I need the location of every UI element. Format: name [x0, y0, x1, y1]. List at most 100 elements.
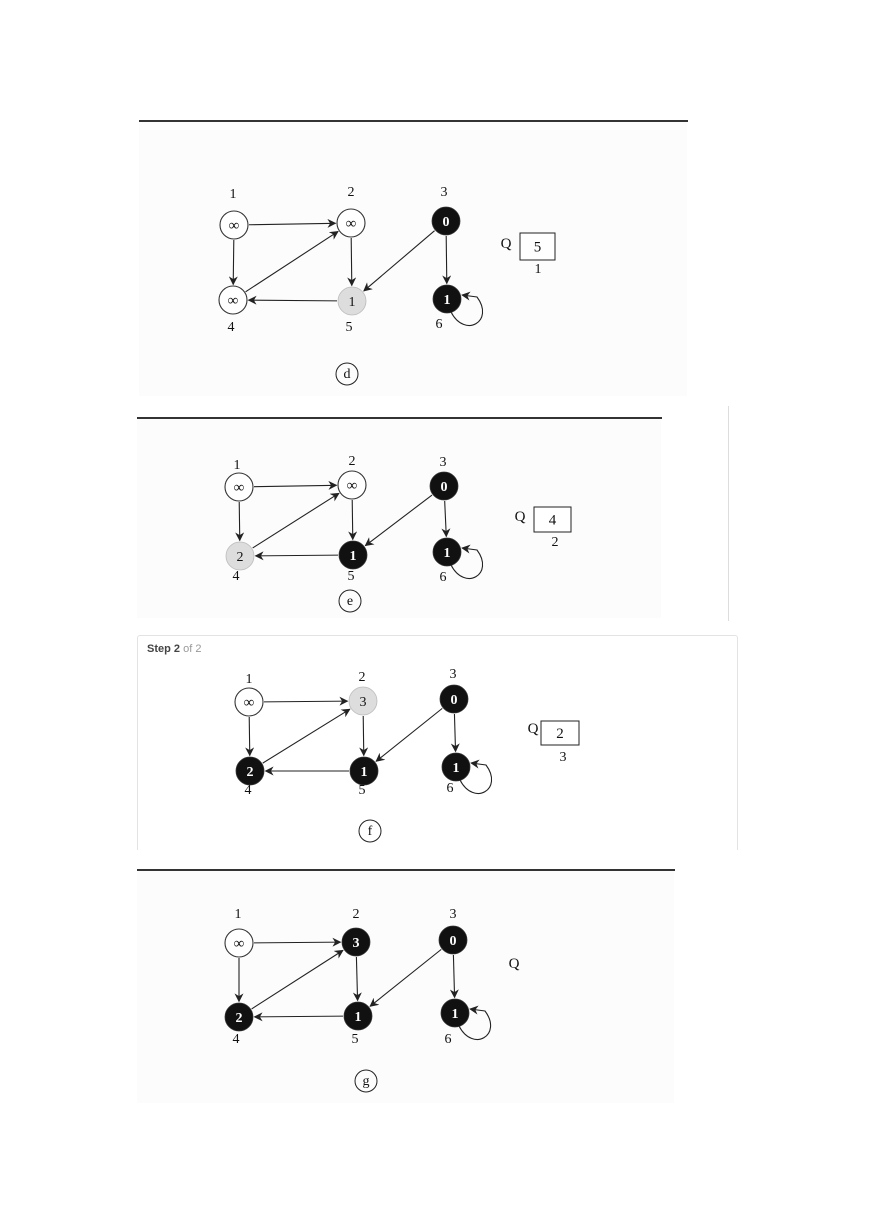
- edge-1-2: [253, 480, 338, 490]
- edge-1-2: [248, 218, 337, 228]
- caption-circle: [338, 589, 362, 613]
- node-3: 0: [429, 471, 459, 501]
- node-2-label: 2: [349, 454, 356, 469]
- node-2-value: 3: [360, 695, 367, 710]
- node-4-circle: [218, 285, 248, 315]
- edge-3-6: [441, 500, 451, 538]
- node-2: 3: [348, 686, 378, 716]
- node-5-label: 5: [348, 569, 355, 584]
- step-of: of: [183, 643, 193, 655]
- edge-3-5: [364, 494, 433, 547]
- node-6-value: 1: [444, 293, 451, 308]
- node-2: ∞: [337, 470, 367, 500]
- edge-3-6: [442, 235, 452, 285]
- node-4-label: 4: [228, 320, 235, 335]
- node-6: 1: [432, 537, 462, 567]
- node-5-label: 5: [352, 1032, 359, 1047]
- queue-cell-distance: 2: [552, 535, 559, 550]
- node-2-circle: [336, 208, 366, 238]
- node-5: 1: [343, 1001, 373, 1031]
- edge-2-5: [348, 499, 358, 541]
- node-3-circle: [431, 206, 461, 236]
- node-1-label: 1: [246, 672, 253, 687]
- node-1-circle: [224, 928, 254, 958]
- node-2-value: 3: [353, 936, 360, 951]
- edge-4-2: [251, 949, 344, 1010]
- node-3-label: 3: [440, 455, 447, 470]
- queue-cell-value: 2: [556, 726, 564, 742]
- node-6-value: 1: [452, 1007, 459, 1022]
- panel-caption: g: [363, 1074, 370, 1089]
- node-6-label: 6: [445, 1032, 452, 1047]
- edge-6-6-self-loop: [458, 1005, 492, 1040]
- node-5-circle: [338, 540, 368, 570]
- node-4-label: 4: [233, 569, 240, 584]
- edge-3-5: [363, 230, 435, 292]
- node-3-label: 3: [441, 185, 448, 200]
- node-5-label: 5: [346, 320, 353, 335]
- queue: Q: [509, 956, 520, 972]
- node-5: 1: [338, 540, 368, 570]
- edge-6-6-self-loop: [459, 759, 493, 794]
- node-4-circle: [225, 541, 255, 571]
- node-1: ∞: [224, 928, 254, 958]
- node-4-label: 4: [245, 783, 252, 798]
- queue-label: Q: [501, 236, 512, 252]
- panel-e-top-rule: [137, 417, 662, 419]
- node-4-value: ∞: [228, 293, 239, 309]
- queue-cell-distance: 1: [535, 262, 542, 277]
- node-1-value: ∞: [234, 936, 245, 952]
- caption-circle: [354, 1069, 378, 1093]
- node-5-value: 1: [349, 295, 356, 310]
- panel-d-top-rule: [139, 120, 688, 122]
- edge-1-4: [235, 501, 245, 542]
- step-label: Step: [147, 643, 171, 655]
- node-3-value: 0: [443, 215, 450, 230]
- node-1-value: ∞: [234, 480, 245, 496]
- edge-2-5: [359, 715, 369, 757]
- node-2: 3: [341, 927, 371, 957]
- node-3: 0: [431, 206, 461, 236]
- node-1-circle: [219, 210, 249, 240]
- node-5-circle: [337, 286, 367, 316]
- node-4-value: 2: [237, 550, 244, 565]
- node-6: 1: [441, 752, 471, 782]
- node-6-circle: [441, 752, 471, 782]
- node-5-circle: [343, 1001, 373, 1031]
- queue-cell: [533, 506, 572, 533]
- node-6-value: 1: [444, 546, 451, 561]
- node-5-value: 1: [350, 549, 357, 564]
- node-5: 1: [337, 286, 367, 316]
- edge-6-6-self-loop: [450, 291, 484, 326]
- node-3: 0: [438, 925, 468, 955]
- node-3-label: 3: [450, 907, 457, 922]
- node-4: 2: [224, 1002, 254, 1032]
- step-current: 2: [173, 643, 181, 655]
- node-2-value: ∞: [347, 478, 358, 494]
- node-2-value: ∞: [346, 216, 357, 232]
- edge-3-5: [375, 707, 443, 762]
- panel-caption: f: [368, 824, 373, 839]
- node-4-circle: [235, 756, 265, 786]
- edge-1-4: [228, 239, 238, 286]
- node-6-circle: [432, 537, 462, 567]
- queue-label: Q: [515, 509, 526, 525]
- queue-cell: [540, 720, 580, 746]
- node-1-label: 1: [230, 187, 237, 202]
- node-2-circle: [337, 470, 367, 500]
- panel-caption: d: [344, 367, 351, 382]
- node-3-label: 3: [450, 667, 457, 682]
- node-3-circle: [429, 471, 459, 501]
- panel-caption: e: [347, 594, 353, 609]
- node-4-circle: [224, 1002, 254, 1032]
- node-6-label: 6: [447, 781, 454, 796]
- edge-1-4: [245, 716, 255, 757]
- panel-f-step-card: [137, 635, 738, 850]
- node-1-label: 1: [235, 907, 242, 922]
- node-2-circle: [341, 927, 371, 957]
- node-5-value: 1: [355, 1010, 362, 1025]
- node-6-label: 6: [436, 317, 443, 332]
